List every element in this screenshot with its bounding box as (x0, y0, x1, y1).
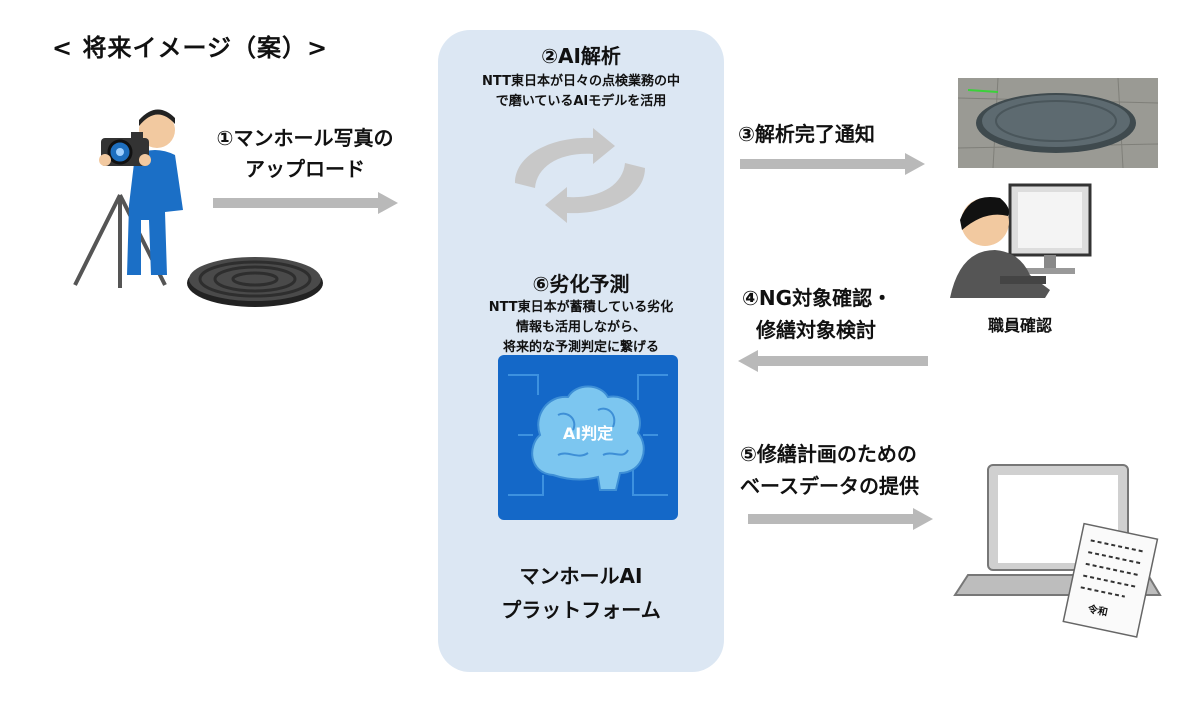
arrow-right-step1 (213, 192, 398, 214)
arrow-left-step4 (738, 350, 928, 372)
laptop-with-document-illustration (953, 464, 1162, 638)
step1-label-1: ①マンホール写真の (216, 126, 394, 150)
step6-desc-2: 情報も活用しながら、 (515, 320, 646, 335)
manhole-photo (958, 78, 1158, 168)
step4-label-2: 修繕対象検討 (756, 318, 876, 342)
step4-label-1: ④NG対象確認・ (742, 286, 893, 310)
step2-title: ②AI解析 (541, 44, 621, 68)
step5-label-2: ベースデータの提供 (740, 474, 919, 498)
platform-name-1: マンホールAI (519, 564, 643, 588)
staff-confirm-label: 職員確認 (987, 316, 1052, 335)
staff-at-computer-illustration (950, 183, 1092, 298)
step1-label-2: アップロード (245, 157, 365, 181)
step6-title: ⑥劣化予測 (532, 272, 630, 296)
arrow-right-step3 (740, 153, 925, 175)
photographer-illustration (73, 109, 183, 288)
ai-platform-panel (438, 30, 724, 672)
cycle-arrows-icon (515, 128, 645, 223)
arrow-right-step5 (748, 508, 933, 530)
manhole-cover-icon (187, 257, 323, 307)
step3-label: ③解析完了通知 (738, 122, 875, 146)
page-title: < 将来イメージ（案）> (52, 34, 329, 62)
platform-name-2: プラットフォーム (501, 598, 661, 622)
step2-desc-1: NTT東日本が日々の点検業務の中 (482, 74, 680, 89)
step2-desc-2: で磨いているAIモデルを活用 (495, 94, 667, 109)
brain-icon (508, 374, 668, 496)
ai-judgement-label: AI判定 (562, 424, 614, 443)
step6-desc-3: 将来的な予測判定に繋げる (502, 340, 659, 355)
step5-label-1: ⑤修繕計画のための (740, 442, 917, 466)
step6-desc-1: NTT東日本が蓄積している劣化 (488, 300, 674, 315)
